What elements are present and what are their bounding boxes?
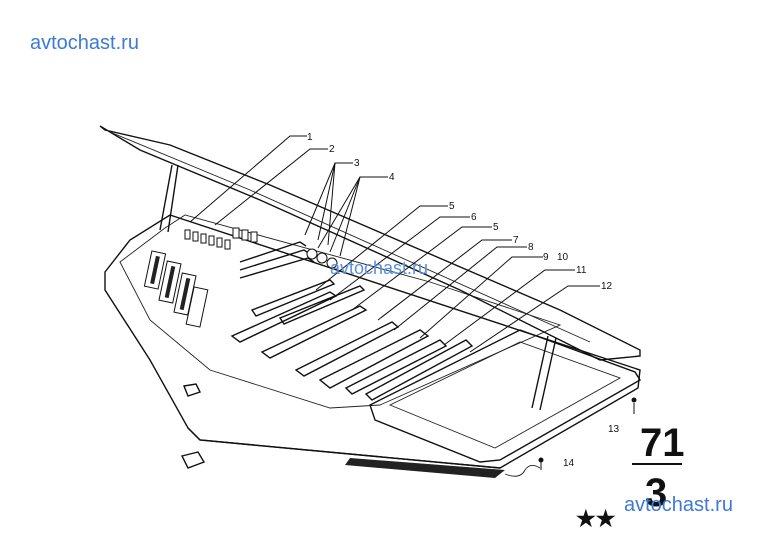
tray-top-surface — [119, 214, 562, 409]
socket-set — [143, 250, 209, 328]
cable — [504, 465, 541, 477]
callout-7: 7 — [513, 235, 519, 246]
callout-12: 12 — [601, 281, 613, 292]
ring-spanner-ends — [306, 248, 338, 269]
callout-2: 2 — [329, 144, 335, 155]
compartment-rod-left — [539, 337, 557, 411]
callout-5b: 5 — [493, 222, 499, 233]
callout-11: 11 — [576, 265, 587, 276]
callout-5a: 5 — [449, 201, 455, 212]
mounting-knob-lower — [180, 451, 206, 469]
lid-inner-edge — [109, 131, 591, 343]
right-compartment — [369, 329, 641, 463]
stars-mark: ★★ — [576, 506, 616, 531]
callout-1: 1 — [307, 132, 313, 143]
mounting-knob-upper — [183, 383, 201, 397]
lid-support-rod-2 — [167, 164, 179, 233]
bit-set — [184, 227, 258, 250]
tray-lid — [99, 125, 641, 361]
lid-support-rod — [159, 164, 173, 231]
watermark-middle: avtochast.ru — [330, 258, 429, 278]
callout-13: 13 — [608, 424, 620, 435]
part-13-screw — [631, 397, 637, 403]
compartment-rod-right — [531, 335, 549, 409]
callout-3: 3 — [354, 158, 360, 169]
leader-lines — [189, 135, 635, 470]
callout-14: 14 — [563, 458, 575, 469]
callout-4: 4 — [389, 172, 395, 183]
group-number: 71 — [640, 421, 685, 465]
watermark-bottom: avtochast.ru — [624, 494, 733, 516]
wrench-row — [230, 279, 474, 401]
tray-shadow — [345, 458, 505, 478]
watermark-top: avtochast.ru — [30, 32, 139, 54]
callout-6: 6 — [471, 212, 477, 223]
callout-8: 8 — [528, 242, 534, 253]
subgroup-number: 3 — [645, 471, 667, 515]
right-compartment-inner — [388, 341, 622, 449]
tray-front-rim — [187, 427, 501, 469]
callout-10: 10 — [557, 252, 569, 263]
part-14-screw — [538, 457, 544, 463]
callout-9: 9 — [543, 252, 549, 263]
